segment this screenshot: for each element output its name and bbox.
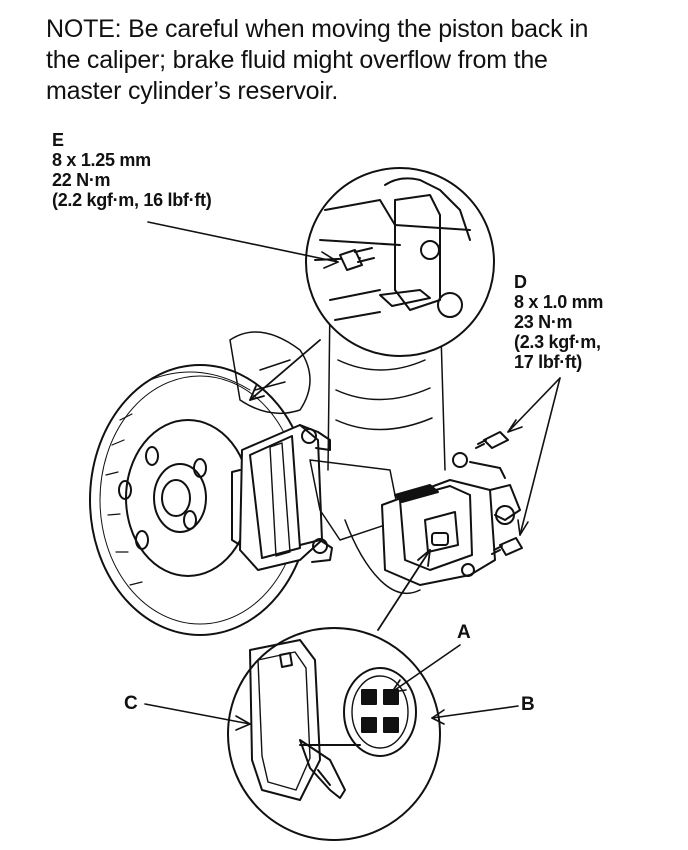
bolt-d-torque-alt-2: 17 lbf·ft) — [514, 352, 582, 372]
caliper-bracket — [231, 424, 333, 571]
bolt-d-lower — [491, 537, 523, 556]
bolt-d-torque-alt-1: (2.3 kgf·m, — [514, 332, 601, 352]
detail-circle-lower — [227, 627, 441, 841]
callout-a: A — [457, 622, 471, 643]
upper-circle-arrow — [249, 339, 321, 401]
bolt-d-spec: D 8 x 1.0 mm 23 N·m (2.3 kgf·m, 17 lbf·f… — [514, 272, 603, 372]
bolt-e-spec: E 8 x 1.25 mm 22 N·m (2.2 kgf·m, 16 lbf·… — [52, 130, 212, 210]
bolt-d-leaders — [507, 377, 561, 536]
note-line-2: the caliper; brake fluid might overflow … — [46, 46, 548, 74]
bolt-d-size: 8 x 1.0 mm — [514, 292, 604, 312]
bolt-e-letter: E — [52, 130, 64, 150]
note-text: NOTE: Be careful when moving the piston … — [46, 14, 646, 107]
bolt-d-torque: 23 N·m — [514, 312, 573, 332]
note-line-3: master cylinder’s reservoir. — [46, 77, 339, 105]
bolt-e-torque: 22 N·m — [52, 170, 111, 190]
detail-circle-upper — [305, 167, 495, 357]
bolt-e-torque-alt: (2.2 kgf·m, 16 lbf·ft) — [52, 190, 212, 210]
note-line-1: NOTE: Be careful when moving the piston … — [46, 15, 589, 43]
callout-leaders — [144, 644, 519, 731]
bolt-e-leader — [147, 221, 339, 269]
bolt-e-size: 8 x 1.25 mm — [52, 150, 151, 170]
bolt-d-letter: D — [514, 272, 527, 292]
callout-b: B — [521, 694, 535, 715]
lower-circle-arrow — [377, 549, 431, 631]
caliper-body — [381, 452, 521, 586]
callout-c: C — [124, 693, 138, 714]
bolt-d-upper — [475, 431, 509, 449]
